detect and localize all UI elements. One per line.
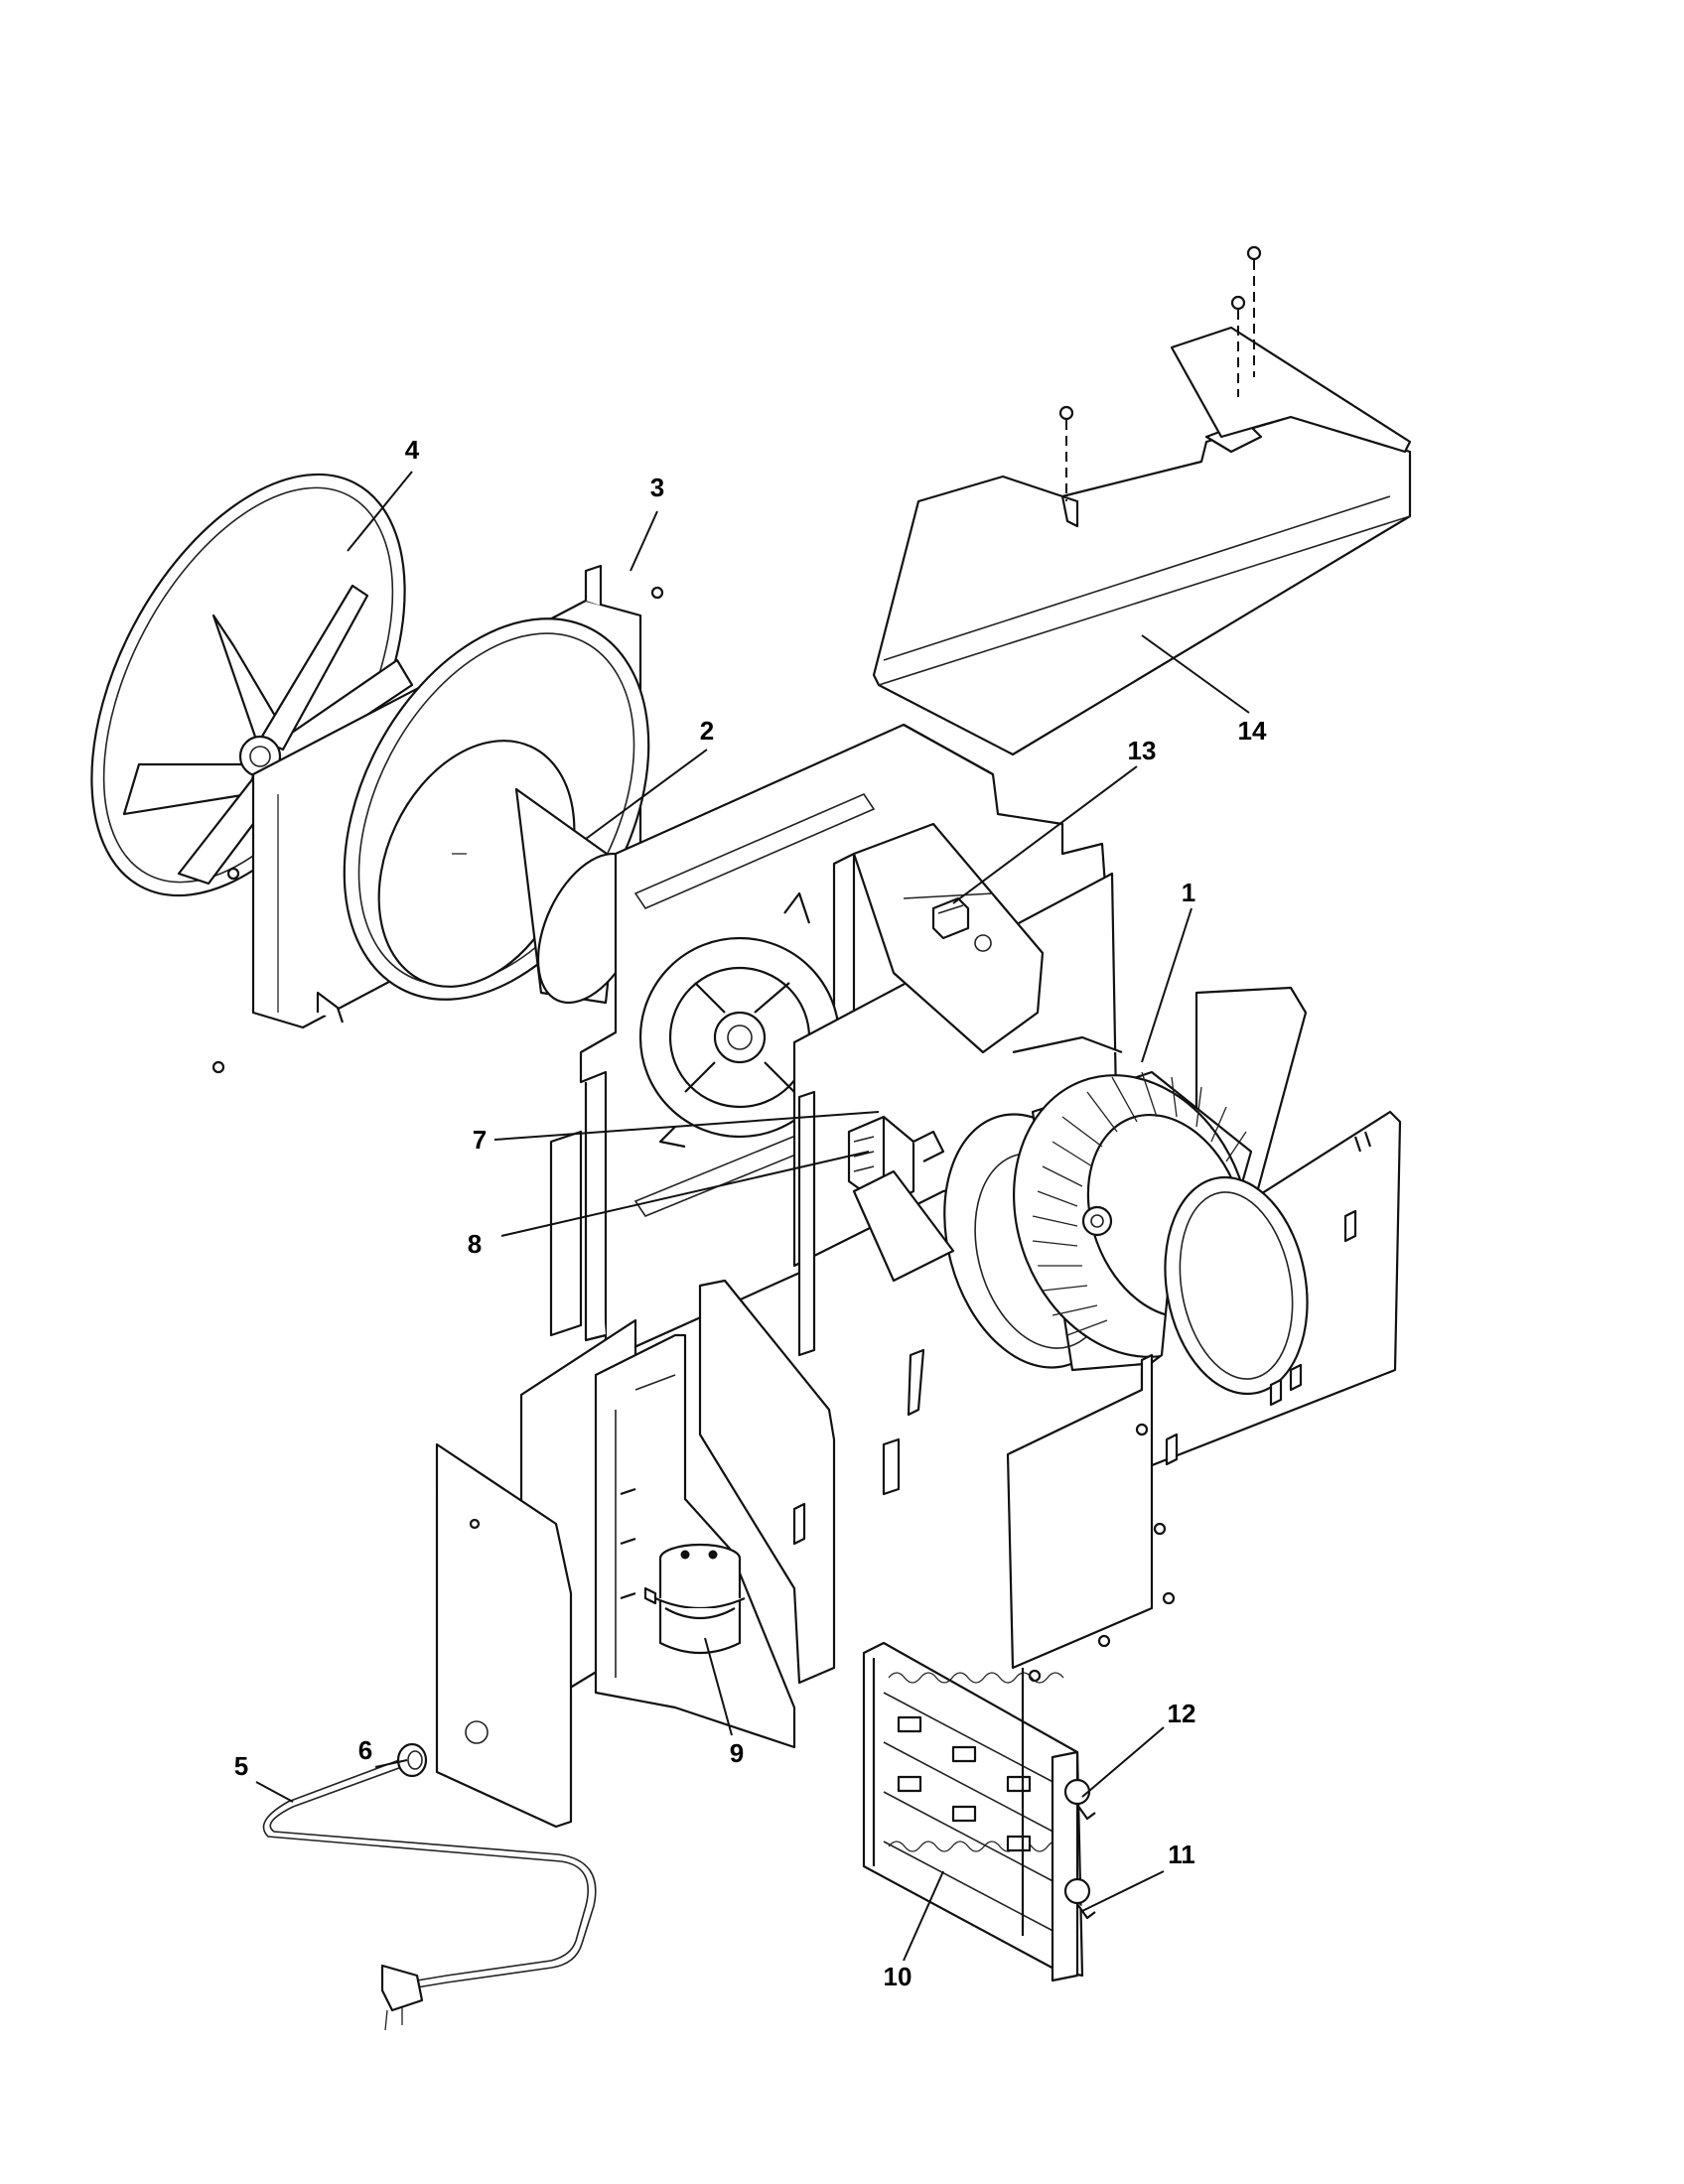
callout-6: 6: [358, 1735, 372, 1765]
screw-shroud: [211, 586, 664, 1074]
callout-7: 7: [473, 1125, 487, 1155]
thermostat-13: [931, 896, 970, 940]
screw-top-3: [1058, 405, 1074, 501]
callout-2: 2: [700, 716, 714, 746]
capacitor: [643, 1543, 746, 1655]
diagonal-panel: [698, 1279, 836, 1685]
center-panel: [594, 1333, 796, 1749]
left-panel-front: [435, 1442, 573, 1829]
callout-12: 12: [1168, 1699, 1196, 1728]
screw-top-2: [1230, 295, 1246, 397]
callout-8: 8: [468, 1229, 482, 1259]
callouts: 1 2 3 4 5 6 7 8 9 10 11 12 13 14: [234, 435, 1267, 1991]
callout-4: 4: [405, 435, 420, 465]
thermostat-11: [1063, 1877, 1096, 1920]
screw-top-1: [1246, 245, 1262, 377]
callout-14: 14: [1238, 716, 1267, 746]
callout-10: 10: [884, 1962, 912, 1991]
thermostat-12: [1063, 1778, 1096, 1821]
strain-relief: [396, 1742, 428, 1778]
callout-13: 13: [1128, 736, 1157, 765]
heater-assembly: [862, 1641, 1084, 1982]
small-bracket: [852, 1169, 955, 1496]
lower-right-panel: [1006, 1353, 1176, 1683]
top-cover-panel: [872, 326, 1412, 756]
callout-11: 11: [1168, 1840, 1195, 1869]
callout-3: 3: [650, 473, 664, 502]
power-cord: [262, 1756, 597, 2031]
callout-9: 9: [730, 1738, 744, 1768]
right-side-panel: [1140, 1110, 1402, 1471]
callout-5: 5: [234, 1751, 248, 1781]
callout-1: 1: [1182, 878, 1195, 907]
leader-lines: [255, 471, 1250, 1962]
